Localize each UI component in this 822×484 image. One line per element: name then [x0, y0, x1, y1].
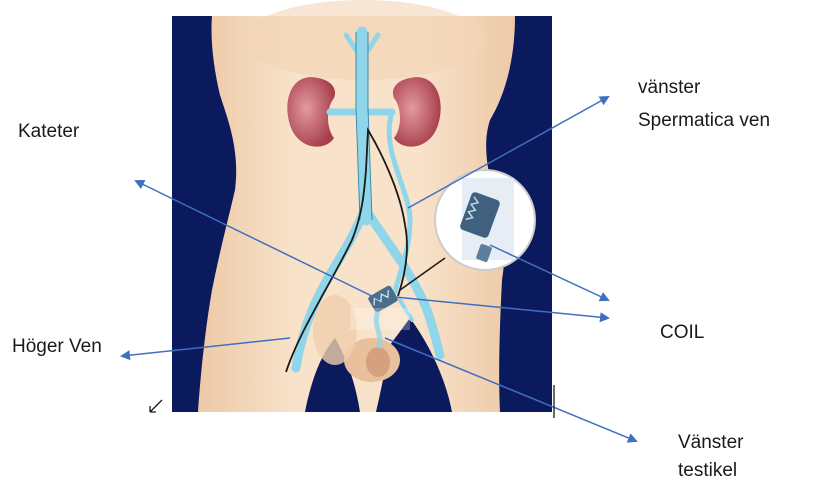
- testicle-left: [366, 347, 390, 377]
- coil-highlight-box: [350, 308, 410, 330]
- label-left-vein-line1: vänster: [638, 75, 700, 101]
- label-left-testicle-line2: testikel: [678, 458, 737, 484]
- label-left-testicle-line1: Vänster: [678, 430, 743, 456]
- label-kateter: Kateter: [18, 119, 79, 145]
- label-coil: COIL: [660, 320, 704, 346]
- label-left-vein-line2: Spermatica ven: [638, 108, 770, 134]
- corner-mark: [150, 400, 162, 412]
- label-right-vein: Höger Ven: [12, 334, 102, 360]
